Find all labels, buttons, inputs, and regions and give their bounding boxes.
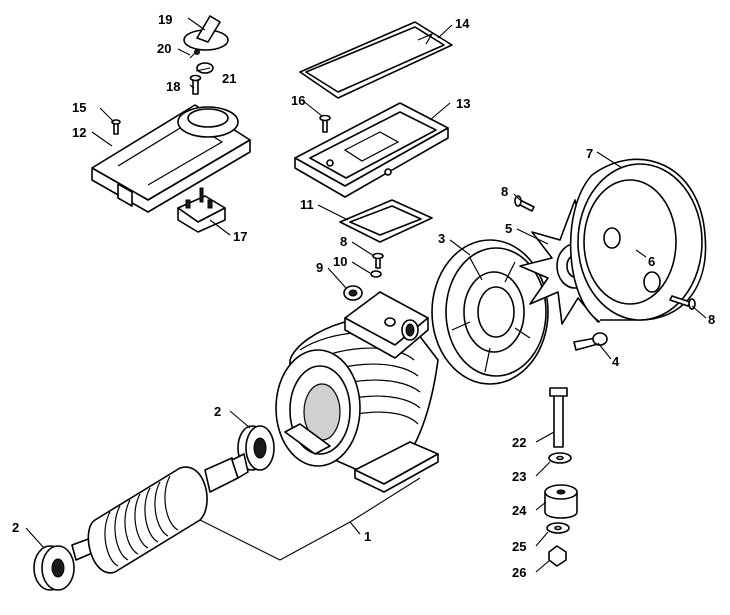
callout-5: 5	[505, 221, 512, 236]
callout-7: 7	[586, 146, 593, 161]
callout-22: 22	[512, 435, 526, 450]
part-15-screw	[111, 119, 121, 135]
part-9-plug	[343, 285, 363, 301]
callout-13: 13	[456, 96, 470, 111]
callout-9: 9	[316, 260, 323, 275]
part-10-washer	[370, 270, 382, 278]
part-8-screw-right	[669, 295, 696, 310]
part-2-bearing-lower	[33, 545, 75, 591]
callout-14: 14	[455, 16, 470, 31]
part-24-spacer	[544, 484, 578, 519]
part-22-bolt	[549, 387, 568, 448]
leader-lines	[25, 17, 707, 573]
callout-8-top: 8	[501, 184, 508, 199]
callout-25: 25	[512, 539, 526, 554]
callout-23: 23	[512, 469, 526, 484]
callout-8-right: 8	[708, 312, 715, 327]
callout-6: 6	[648, 254, 655, 269]
part-17-terminal-block	[177, 187, 226, 233]
part-26-nut	[548, 545, 567, 567]
part-20-screw	[189, 49, 200, 59]
part-14-gasket	[299, 21, 453, 99]
part-21-o-ring	[196, 62, 214, 74]
part-11-seal	[339, 199, 433, 243]
callout-2-lower: 2	[12, 520, 19, 535]
part-18-screw	[189, 74, 202, 95]
callout-18: 18	[166, 79, 180, 94]
callout-labels: 19 20 21 18 15 12 14 16 13 11 17 8 10 9 …	[12, 12, 715, 580]
callout-10: 10	[333, 254, 347, 269]
part-3-end-shield	[431, 239, 549, 385]
callout-11: 11	[300, 197, 314, 212]
part-25-washer	[546, 522, 570, 534]
callout-26: 26	[512, 565, 526, 580]
callout-15: 15	[72, 100, 86, 115]
callout-17: 17	[233, 229, 247, 244]
callout-3: 3	[438, 231, 445, 246]
callout-8-center: 8	[340, 234, 347, 249]
callout-16: 16	[291, 93, 305, 108]
part-12-cover	[91, 104, 251, 213]
part-13-terminal-box	[294, 102, 449, 198]
callout-24: 24	[512, 503, 527, 518]
part-8-screw-center	[372, 252, 384, 269]
part-23-washer	[548, 452, 572, 464]
callout-2-upper: 2	[214, 404, 221, 419]
part-1-rotor	[71, 453, 249, 574]
callout-19: 19	[158, 12, 172, 27]
callout-20: 20	[157, 41, 171, 56]
callout-1: 1	[364, 529, 371, 544]
part-7-fan-cover	[569, 158, 707, 323]
callout-21: 21	[222, 71, 236, 86]
part-16-screw	[319, 114, 331, 133]
callout-4: 4	[612, 354, 620, 369]
callout-12: 12	[72, 125, 86, 140]
part-19-cap	[183, 15, 229, 51]
motor-housing	[275, 291, 439, 493]
part-8-screw-top	[514, 195, 535, 212]
